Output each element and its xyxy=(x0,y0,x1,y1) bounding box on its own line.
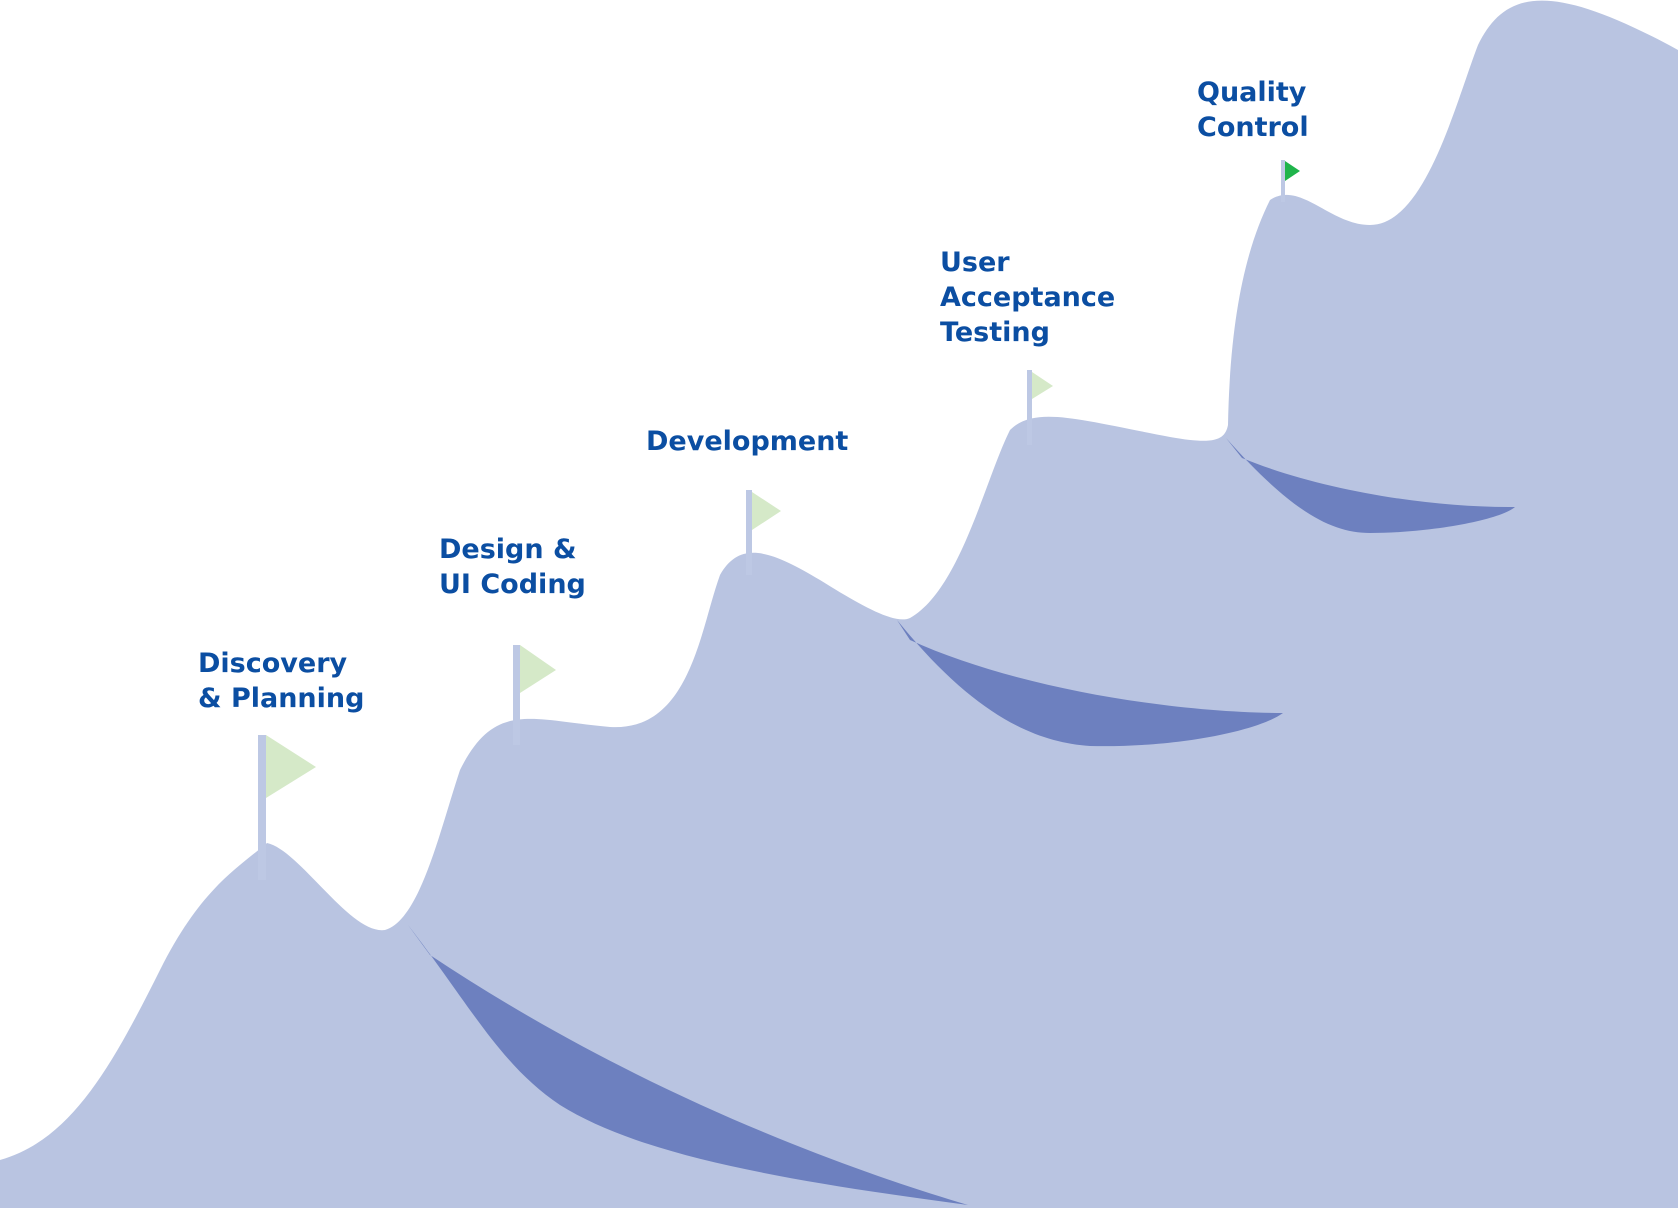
stage-label-line: & Planning xyxy=(198,683,365,714)
flag-quality-control xyxy=(1281,160,1300,202)
valley-shadow-2 xyxy=(897,620,1283,747)
stage-label-line: Testing xyxy=(940,317,1050,348)
stage-label-line: Control xyxy=(1197,112,1309,143)
flag-banner-icon xyxy=(266,735,316,798)
flag-pole xyxy=(1281,160,1285,202)
stage-label-line: UI Coding xyxy=(439,569,586,600)
stage-label-line: Discovery xyxy=(198,648,348,679)
flag-banner-icon xyxy=(1285,161,1300,181)
stage-label-line: Design & xyxy=(439,534,577,565)
valley-shadow-1 xyxy=(408,925,968,1205)
flag-banner-icon xyxy=(520,645,556,693)
stage-label-line: Quality xyxy=(1197,77,1307,108)
stage-label-discovery: Discovery & Planning xyxy=(198,646,364,716)
flag-pole xyxy=(513,645,520,745)
flag-pole xyxy=(746,490,752,575)
stage-label-development: Development xyxy=(646,424,848,459)
stage-label-design: Design & UI Coding xyxy=(439,532,586,602)
stage-label-line: Acceptance xyxy=(940,282,1116,313)
flag-pole xyxy=(1027,370,1032,445)
stage-label-line: Development xyxy=(646,426,849,457)
flag-discovery xyxy=(258,735,316,880)
valley-shadow-3 xyxy=(1226,438,1515,533)
flag-banner-icon xyxy=(1032,372,1053,399)
stage-label-uat: User Acceptance Testing xyxy=(940,245,1115,350)
flag-pole xyxy=(258,735,266,880)
stage-label-line: User xyxy=(940,247,1010,278)
flag-uat xyxy=(1027,370,1053,445)
flag-banner-icon xyxy=(752,492,781,530)
stage-label-quality-control: Quality Control xyxy=(1197,75,1309,145)
flag-design xyxy=(513,645,556,745)
flag-development xyxy=(746,490,781,575)
